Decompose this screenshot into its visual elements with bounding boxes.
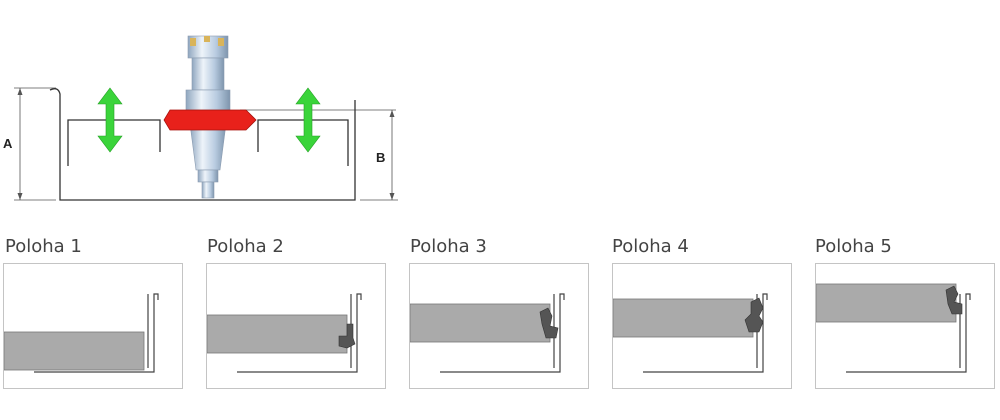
position-2-label: Poloha 2 [207,236,284,257]
dimension-b [240,109,398,201]
cutter-tooth [338,323,356,349]
tool-block [816,283,957,323]
tool-block [613,298,754,338]
profile-outline [34,293,159,373]
position-4-label: Poloha 4 [612,236,689,257]
position-2-panel [206,263,386,389]
position-3-label: Poloha 3 [410,236,487,257]
milling-tool [185,35,231,199]
position-5-label: Poloha 5 [815,236,892,257]
cutter-tooth [539,307,559,339]
position-3-panel [409,263,589,389]
dimension-a [14,87,56,201]
dimension-a-label: A [3,136,13,151]
dimension-b-label: B [376,150,385,165]
position-4-panel [612,263,792,389]
position-5-panel [815,263,995,389]
cutter-tooth [744,297,764,333]
position-1-panel [3,263,183,389]
cutter-tooth [945,285,963,315]
right-double-arrow [295,87,321,153]
position-1-label: Poloha 1 [5,236,82,257]
tool-block [207,314,348,354]
tool-block [410,303,551,343]
cutter-ring [163,109,257,131]
left-double-arrow [97,87,123,153]
tool-block [4,331,145,371]
tool-schematic-diagram: A B [3,35,398,201]
